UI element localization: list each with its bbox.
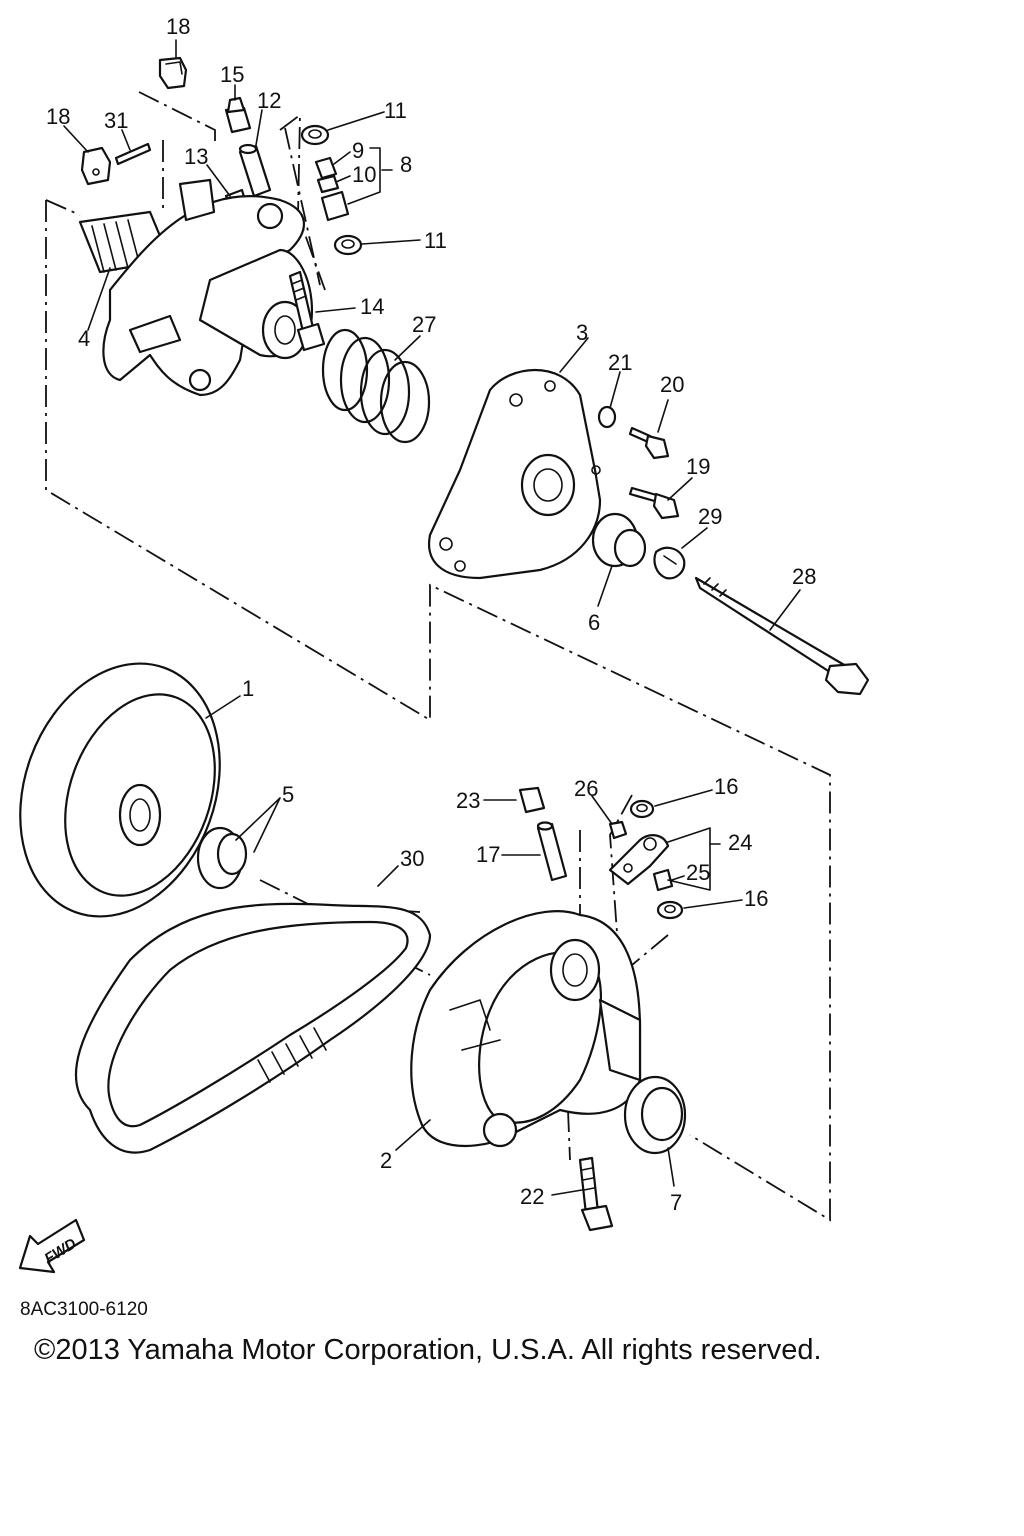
part-22-bolt [578,1156,614,1232]
callout-21: 21 [608,350,632,375]
callout-31: 31 [104,108,128,133]
copyright-notice: ©2013 Yamaha Motor Corporation, U.S.A. A… [34,1334,822,1366]
part-21-washer [597,405,617,429]
callout-29: 29 [698,504,722,529]
part-30-belt [74,902,432,1154]
callout-18-left: 18 [46,104,70,129]
callout-23: 23 [456,788,480,813]
callout-5: 5 [282,782,294,807]
part-4-spider [78,178,314,397]
callout-13: 13 [184,144,208,169]
callout-2: 2 [380,1148,392,1173]
part-24-roller-arm [608,834,674,892]
part-5-bushing [196,826,248,890]
callout-17: 17 [476,842,500,867]
callout-16-bottom: 16 [744,886,768,911]
callout-6: 6 [588,610,600,635]
part-28-bolt [694,576,870,696]
part-6-bushing [591,512,647,568]
callout-15: 15 [220,62,244,87]
callout-16-top: 16 [714,774,738,799]
callout-27: 27 [412,312,436,337]
callout-7: 7 [670,1190,682,1215]
part-18-clip-top [158,56,188,90]
callout-10: 10 [352,162,376,187]
part-7-bushing [623,1075,687,1155]
part-1-fixed-sheave [19,662,221,918]
callout-18-top: 18 [166,14,190,39]
part-16-washer-top [629,799,655,819]
diagram-code: 8AC3100-6120 [20,1299,148,1320]
part-14-bolt [288,270,326,352]
part-23-nut [518,786,546,814]
fwd-arrow-icon: FWD [18,1218,86,1274]
leader-lines [63,39,801,1196]
callout-24: 24 [728,830,752,855]
part-12-collar [238,143,272,198]
callout-1: 1 [242,676,254,701]
callout-11-bottom: 11 [424,228,447,253]
callout-3: 3 [576,320,588,345]
part-15-nut [224,96,252,134]
callout-25: 25 [686,860,710,885]
part-20-bolt [628,426,670,460]
callout-19: 19 [686,454,710,479]
callout-labels: 18 15 12 11 18 31 13 9 10 8 11 14 27 4 3… [46,14,816,1215]
part-11-washer-top [300,124,330,146]
part-16-washer-bottom [656,900,684,920]
part-2-sliding-sheave [410,910,642,1148]
callout-12: 12 [257,88,281,113]
part-17-collar [536,821,568,882]
callout-20: 20 [660,372,684,397]
part-19-bolt [628,486,680,520]
callout-9: 9 [352,138,364,163]
callout-28: 28 [792,564,816,589]
part-31-pin [114,142,152,166]
callout-26: 26 [574,776,598,801]
part-3-cover [428,368,602,580]
callout-4: 4 [78,326,90,351]
callout-22: 22 [520,1184,544,1209]
callout-8: 8 [400,152,412,177]
part-18-clip-left [80,146,112,186]
callout-11-top: 11 [384,98,407,123]
part-27-spring [321,328,431,444]
callout-14: 14 [360,294,384,319]
part-8-roller-set [314,156,350,222]
part-26-pin [608,820,628,840]
callout-30: 30 [400,846,424,871]
part-29-slider [653,546,686,580]
part-11-washer-bottom [333,234,363,256]
